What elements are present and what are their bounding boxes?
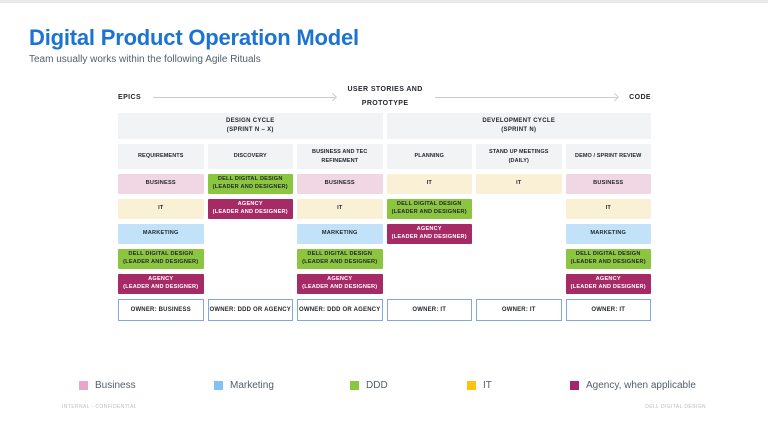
flow-stage-epics: EPICS bbox=[118, 93, 142, 101]
owner-cell: OWNER: DDD OR AGENCY bbox=[207, 299, 293, 321]
cell-empty bbox=[476, 249, 562, 269]
it-swatch-icon bbox=[467, 380, 476, 390]
owner-cell: OWNER: DDD OR AGENCY bbox=[297, 299, 383, 321]
cell-empty bbox=[208, 249, 294, 269]
cell-agency: AGENCY (LEADER AND DESIGNER) bbox=[118, 274, 204, 294]
cell-agency: AGENCY (LEADER AND DESIGNER) bbox=[207, 199, 293, 219]
column-header-demo-sprint-review: DEMO / SPRINT REVIEW bbox=[565, 144, 651, 169]
marketing-swatch-icon bbox=[214, 380, 223, 390]
owner-cell: OWNER: IT bbox=[476, 299, 562, 321]
column-header-business-tec-refinement: BUSINESS AND TEC REFINEMENT bbox=[297, 144, 383, 169]
legend: Business Marketing DDD IT Agency, when a… bbox=[0, 378, 768, 392]
top-edge-divider bbox=[0, 0, 768, 3]
column-header-planning: PLANNING bbox=[386, 144, 472, 169]
footer: INTERNAL - CONFIDENTIAL DELL DIGITAL DES… bbox=[62, 404, 706, 410]
flow-stage-user-stories: USER STORIES AND PROTOTYPE bbox=[347, 86, 423, 107]
legend-label: IT bbox=[483, 379, 492, 391]
cell-business: BUSINESS bbox=[565, 174, 651, 194]
ddd-swatch-icon bbox=[350, 380, 359, 390]
column-header-discovery: DISCOVERY bbox=[207, 144, 293, 169]
agency-swatch-icon bbox=[570, 380, 579, 390]
cell-business: BUSINESS bbox=[118, 174, 204, 194]
cell-it: IT bbox=[565, 199, 651, 219]
cell-marketing: MARKETING bbox=[118, 224, 204, 244]
column-header-standup-meetings: STAND UP MEETINGS (DAILY) bbox=[476, 144, 562, 169]
legend-label: Marketing bbox=[230, 379, 274, 391]
cell-marketing: MARKETING bbox=[297, 224, 383, 244]
cell-marketing: MARKETING bbox=[565, 224, 651, 244]
footer-brand-label: DELL DIGITAL DESIGN bbox=[645, 404, 706, 410]
legend-item-ddd: DDD bbox=[350, 378, 388, 392]
cell-empty bbox=[208, 274, 294, 294]
cell-agency: AGENCY (LEADER AND DESIGNER) bbox=[386, 224, 472, 244]
footer-confidential-label: INTERNAL - CONFIDENTIAL bbox=[62, 404, 137, 410]
owner-cell: OWNER: IT bbox=[565, 299, 651, 321]
owner-cell: OWNER: BUSINESS bbox=[118, 299, 204, 321]
legend-item-it: IT bbox=[467, 378, 492, 392]
page-title: Digital Product Operation Model bbox=[29, 25, 359, 50]
cell-it: IT bbox=[476, 174, 562, 194]
cell-empty bbox=[387, 274, 473, 294]
cell-empty bbox=[476, 224, 562, 244]
cell-ddd: DELL DIGITAL DESIGN (LEADER AND DESIGNER… bbox=[118, 249, 204, 269]
cell-ddd: DELL DIGITAL DESIGN (LEADER AND DESIGNER… bbox=[386, 199, 472, 219]
page-subtitle: Team usually works within the following … bbox=[29, 54, 261, 65]
cell-it: IT bbox=[297, 199, 383, 219]
cell-ddd: DELL DIGITAL DESIGN (LEADER AND DESIGNER… bbox=[207, 174, 293, 194]
cell-agency: AGENCY (LEADER AND DESIGNER) bbox=[565, 274, 651, 294]
cell-it: IT bbox=[386, 174, 472, 194]
flow-axis: EPICS USER STORIES AND PROTOTYPE CODE bbox=[118, 83, 651, 111]
legend-item-marketing: Marketing bbox=[214, 378, 274, 392]
cell-business: BUSINESS bbox=[297, 174, 383, 194]
legend-label: Business bbox=[95, 379, 136, 391]
legend-item-agency: Agency, when applicable bbox=[570, 378, 696, 392]
cell-ddd: DELL DIGITAL DESIGN (LEADER AND DESIGNER… bbox=[297, 249, 383, 269]
cell-it: IT bbox=[118, 199, 204, 219]
legend-label: Agency, when applicable bbox=[586, 379, 696, 391]
cell-ddd: DELL DIGITAL DESIGN (LEADER AND DESIGNER… bbox=[565, 249, 651, 269]
legend-item-business: Business bbox=[79, 378, 136, 392]
ritual-matrix: DESIGN CYCLE (SPRINT N – X) DEVELOPMENT … bbox=[118, 113, 651, 321]
phase-band-design-cycle: DESIGN CYCLE (SPRINT N – X) bbox=[118, 113, 383, 139]
owner-cell: OWNER: IT bbox=[386, 299, 472, 321]
arrow-right-icon bbox=[153, 96, 336, 98]
column-header-requirements: REQUIREMENTS bbox=[118, 144, 204, 169]
business-swatch-icon bbox=[79, 380, 88, 390]
cell-agency: AGENCY (LEADER AND DESIGNER) bbox=[297, 274, 383, 294]
legend-label: DDD bbox=[366, 379, 388, 391]
flow-stage-code: CODE bbox=[629, 93, 651, 101]
phase-band-development-cycle: DEVELOPMENT CYCLE (SPRINT N) bbox=[386, 113, 651, 139]
cell-empty bbox=[387, 249, 473, 269]
cell-empty bbox=[476, 274, 562, 294]
arrow-right-icon bbox=[434, 96, 618, 98]
cell-empty bbox=[208, 224, 294, 244]
cell-empty bbox=[476, 199, 562, 219]
